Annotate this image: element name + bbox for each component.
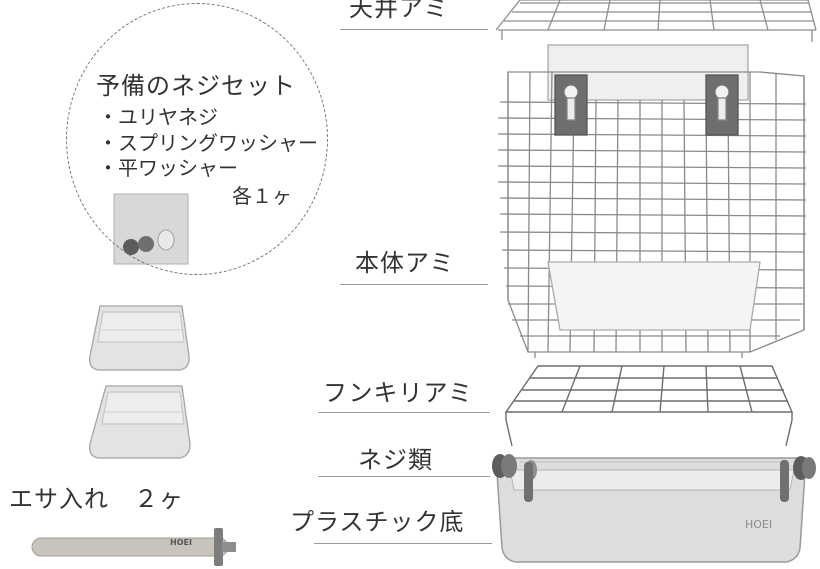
screws-image: [492, 454, 816, 502]
spare-item-2: ・スプリングワッシャー: [98, 131, 318, 155]
spare-item-1: ・ユリヤネジ: [98, 105, 218, 129]
spare-quantity: 各１ヶ: [232, 184, 292, 208]
perch-logo: HOEI: [170, 538, 192, 547]
base-logo: HOEI: [745, 518, 772, 531]
body-mesh-image: [497, 44, 807, 358]
spare-set-circle: [66, 3, 328, 275]
feeder-label: エサ入れ ２ヶ: [9, 485, 184, 513]
plastic-base-rule: [314, 543, 492, 544]
ceiling-mesh-rule: [340, 29, 488, 30]
droppings-mesh-rule: [318, 412, 490, 413]
ceiling-mesh-label: 天井アミ: [349, 0, 449, 22]
screws-rule: [318, 476, 490, 477]
perch-image: HOEI: [31, 528, 236, 566]
feeder-image-2: [89, 385, 191, 459]
screws-label: ネジ類: [358, 446, 433, 474]
spare-item-3: ・平ワッシャー: [98, 156, 238, 180]
plastic-base-image: HOEI: [495, 457, 807, 563]
droppings-mesh-label: フンキリアミ: [323, 379, 473, 407]
body-mesh-rule: [340, 284, 488, 285]
feeder-image-1: [89, 305, 190, 371]
ceiling-mesh-image: [495, 0, 817, 42]
spare-set-title: 予備のネジセット: [96, 72, 296, 100]
droppings-mesh-image: [504, 365, 794, 447]
body-mesh-label: 本体アミ: [355, 249, 455, 277]
plastic-base-label: プラスチック底: [290, 508, 465, 536]
